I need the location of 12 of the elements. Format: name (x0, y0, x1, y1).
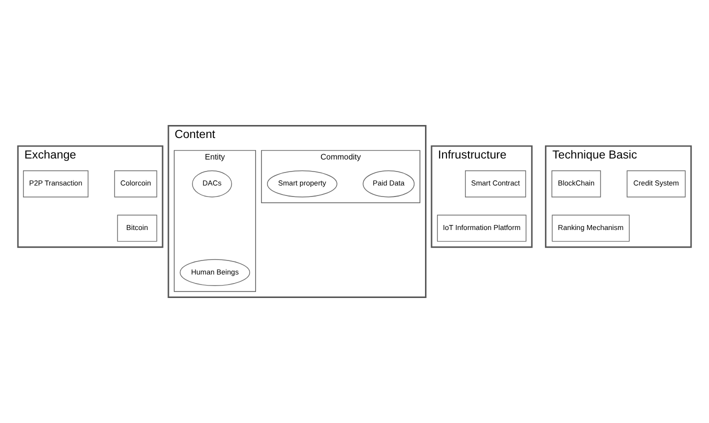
node-box: Smart Contract (465, 170, 526, 198)
node-ellipse: DACs (192, 170, 232, 198)
node-ellipse: Smart property (267, 170, 338, 198)
node-box: Colorcoin (114, 170, 158, 198)
node-ellipse: Human Beings (180, 259, 250, 286)
node-box: Bitcoin (117, 214, 158, 242)
node-box: P2P Transaction (23, 170, 88, 198)
node-ellipse: Paid Data (362, 170, 415, 198)
node-box: Credit System (626, 170, 686, 198)
node-box: IoT Information Platform (437, 214, 526, 242)
node-box: BlockChain (552, 170, 601, 198)
node-box: Ranking Mechanism (552, 214, 630, 242)
